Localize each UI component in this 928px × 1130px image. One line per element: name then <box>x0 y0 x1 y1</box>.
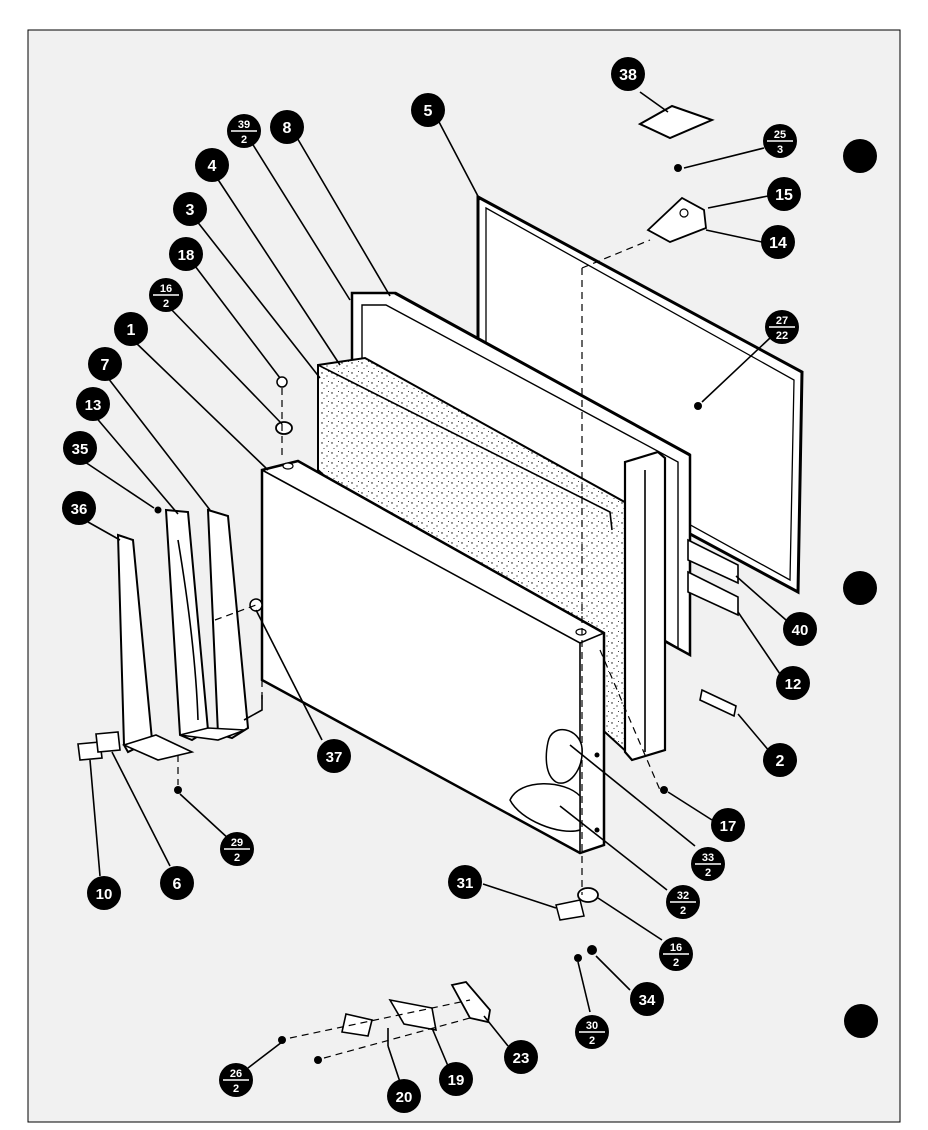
part-upper-hinge <box>646 196 707 243</box>
part-clips <box>77 731 121 761</box>
svg-text:22: 22 <box>776 330 788 342</box>
svg-text:5: 5 <box>424 103 433 120</box>
part-top-bracket <box>637 104 715 140</box>
callout-1: 1 <box>114 312 148 346</box>
svg-text:2: 2 <box>163 298 169 310</box>
part-handle-brackets <box>116 508 263 761</box>
svg-text:25: 25 <box>774 129 786 141</box>
part-hinge-channel <box>623 450 667 762</box>
callout-10: 10 <box>87 876 121 910</box>
svg-text:38: 38 <box>619 67 637 84</box>
hardware-screws <box>154 164 737 1064</box>
svg-text:2: 2 <box>680 905 686 917</box>
leader-lines <box>81 91 787 1083</box>
svg-text:2: 2 <box>705 867 711 879</box>
svg-text:23: 23 <box>513 1050 530 1067</box>
callout-34: 34 <box>630 982 664 1016</box>
svg-text:19: 19 <box>448 1072 465 1089</box>
callout-40: 40 <box>783 612 817 646</box>
svg-text:30: 30 <box>586 1020 598 1032</box>
svg-text:4: 4 <box>208 158 217 175</box>
callout-16-2-upper: 16 2 <box>149 278 183 312</box>
svg-text:6: 6 <box>173 876 182 893</box>
callout-2: 2 <box>763 743 797 777</box>
callout-7: 7 <box>88 347 122 381</box>
svg-text:12: 12 <box>785 676 802 693</box>
callout-25-3: 25 3 <box>763 124 797 158</box>
part-lower-hinge <box>341 981 491 1046</box>
svg-text:40: 40 <box>792 622 809 639</box>
svg-text:2: 2 <box>673 957 679 969</box>
binder-hole-bottom <box>844 1004 878 1038</box>
svg-text:17: 17 <box>720 818 737 835</box>
callout-37: 37 <box>317 739 351 773</box>
callout-38: 38 <box>611 57 645 91</box>
callout-4: 4 <box>195 148 229 182</box>
callout-5: 5 <box>411 93 445 127</box>
svg-text:36: 36 <box>71 501 88 518</box>
callout-36: 36 <box>62 491 96 525</box>
svg-text:8: 8 <box>283 120 292 137</box>
callout-29-2: 29 2 <box>220 832 254 866</box>
callout-23: 23 <box>504 1040 538 1074</box>
callout-27-22: 27 22 <box>765 310 799 344</box>
svg-text:16: 16 <box>670 942 682 954</box>
callout-13: 13 <box>76 387 110 421</box>
callout-16-2-lower: 16 2 <box>659 937 693 971</box>
svg-text:10: 10 <box>96 886 113 903</box>
assembly-lines <box>177 239 661 1059</box>
svg-text:27: 27 <box>776 315 788 327</box>
callout-26-2: 26 2 <box>219 1063 253 1097</box>
svg-text:2: 2 <box>776 753 785 770</box>
callout-30-2: 30 2 <box>575 1015 609 1049</box>
callout-20: 20 <box>387 1079 421 1113</box>
svg-text:32: 32 <box>677 890 689 902</box>
svg-text:26: 26 <box>230 1068 242 1080</box>
svg-text:7: 7 <box>101 357 110 374</box>
callout-32-2: 32 2 <box>666 885 700 919</box>
binder-hole-top <box>843 139 877 173</box>
svg-text:15: 15 <box>775 187 793 204</box>
svg-text:2: 2 <box>234 852 240 864</box>
callout-14: 14 <box>761 225 795 259</box>
callout-35: 35 <box>63 431 97 465</box>
binder-hole-middle <box>843 571 877 605</box>
callout-19: 19 <box>439 1062 473 1096</box>
svg-text:20: 20 <box>396 1089 413 1106</box>
svg-text:1: 1 <box>127 322 136 339</box>
callout-3: 3 <box>173 192 207 226</box>
callout-17: 17 <box>711 808 745 842</box>
svg-text:16: 16 <box>160 283 172 295</box>
callout-15: 15 <box>767 177 801 211</box>
svg-text:13: 13 <box>85 397 102 414</box>
svg-text:37: 37 <box>326 749 343 766</box>
svg-text:31: 31 <box>457 875 474 892</box>
callout-6: 6 <box>160 866 194 900</box>
svg-text:34: 34 <box>639 992 656 1009</box>
svg-text:2: 2 <box>241 134 247 146</box>
svg-text:3: 3 <box>186 202 195 219</box>
svg-text:2: 2 <box>589 1035 595 1047</box>
svg-text:29: 29 <box>231 837 243 849</box>
svg-text:14: 14 <box>769 235 787 252</box>
callout-18: 18 <box>169 237 203 271</box>
callout-8: 8 <box>270 110 304 144</box>
callout-12: 12 <box>776 666 810 700</box>
svg-text:35: 35 <box>72 441 89 458</box>
callout-39-2: 39 2 <box>227 114 261 148</box>
callout-33-2: 33 2 <box>691 847 725 881</box>
svg-text:33: 33 <box>702 852 714 864</box>
svg-text:3: 3 <box>777 144 783 156</box>
part-door-panel <box>260 459 606 855</box>
callout-31: 31 <box>448 865 482 899</box>
svg-text:2: 2 <box>233 1083 239 1095</box>
svg-text:39: 39 <box>238 119 250 131</box>
svg-text:18: 18 <box>178 247 195 264</box>
part-rails <box>687 538 739 617</box>
